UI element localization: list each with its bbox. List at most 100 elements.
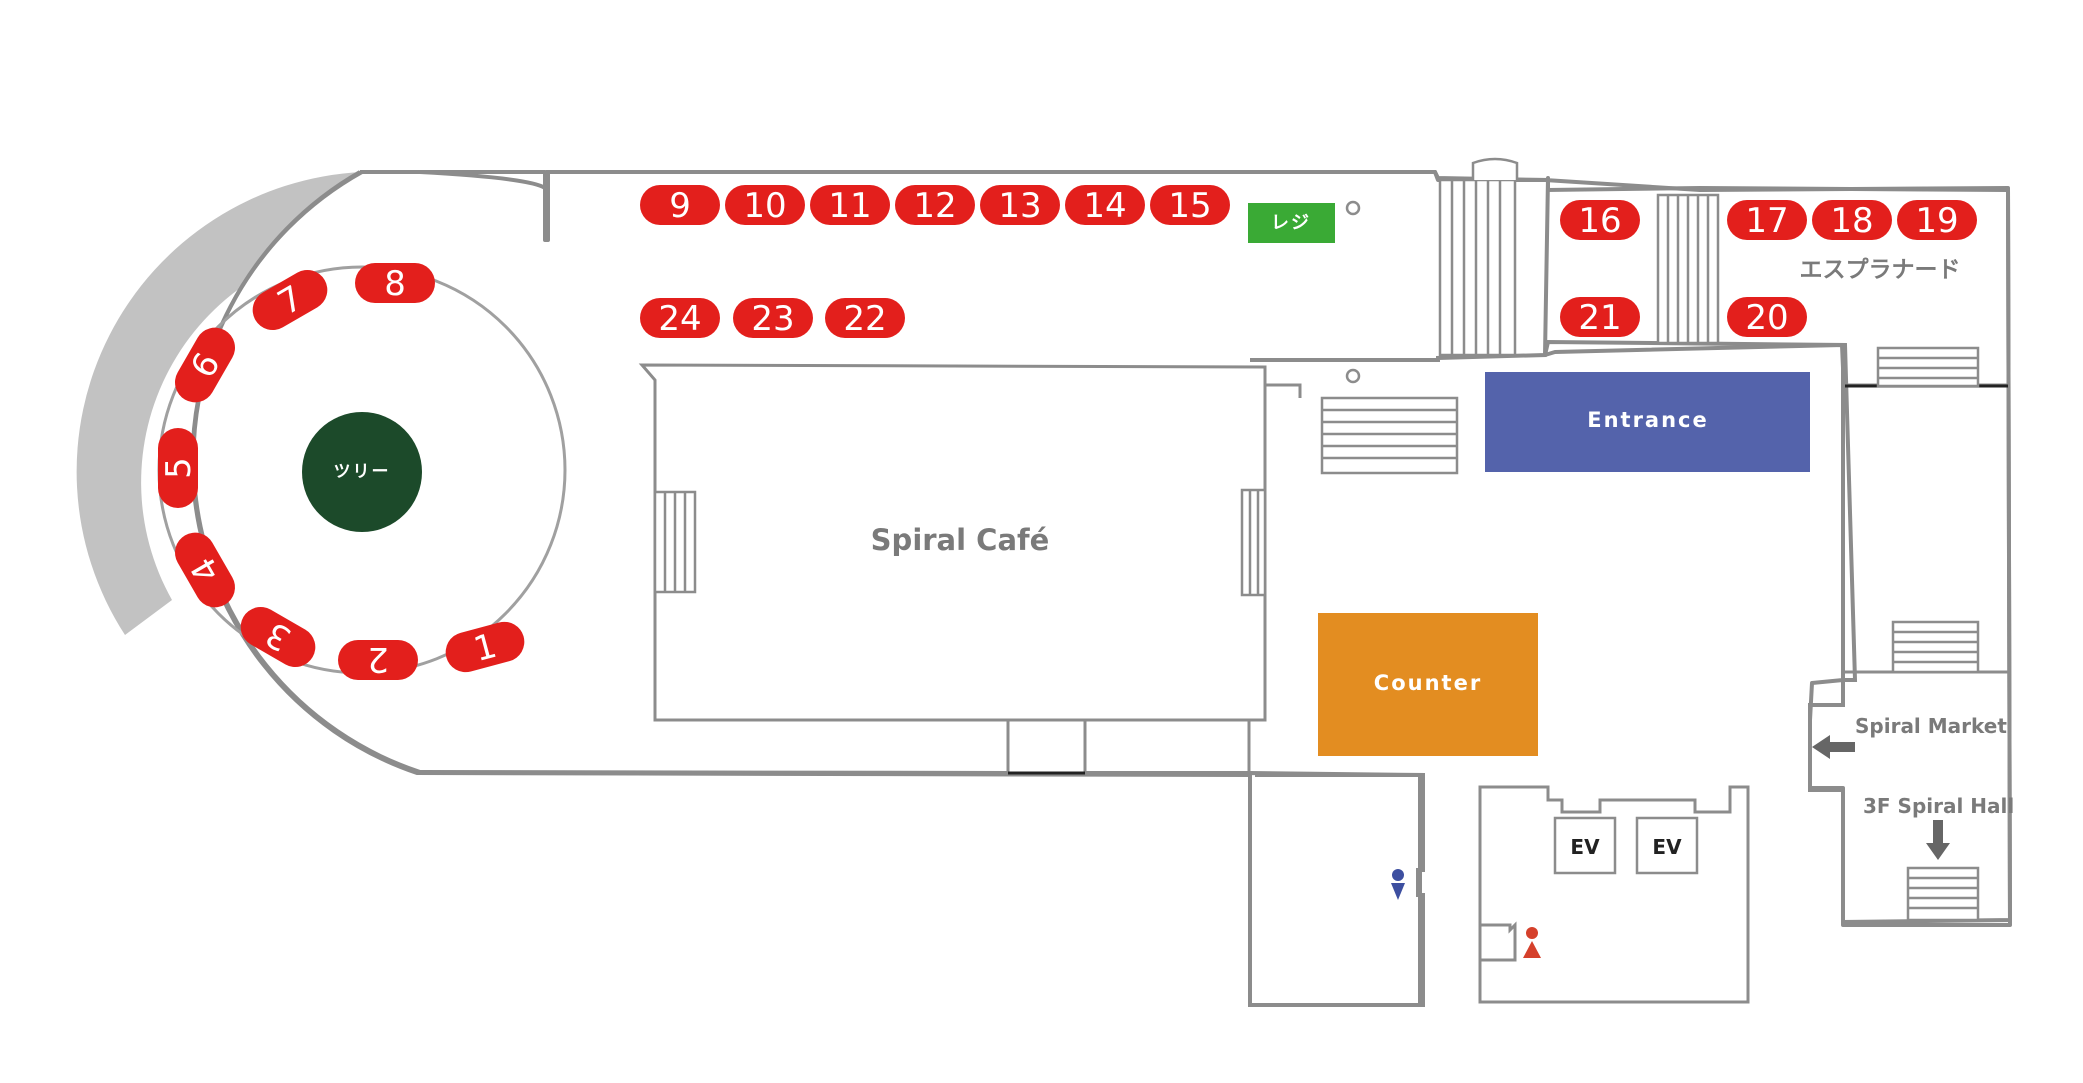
booth-shape[interactable] — [1812, 200, 1892, 240]
booth-number: 19 — [1915, 201, 1958, 241]
booth-5[interactable]: 5 — [158, 428, 199, 508]
booth-shape[interactable] — [895, 185, 975, 225]
booth-6[interactable]: 6 — [168, 320, 244, 410]
booth-1[interactable]: 1 — [441, 617, 529, 677]
booth-number: 10 — [743, 186, 786, 226]
entrance-label: Entrance — [1587, 408, 1709, 432]
top-wall — [360, 170, 2013, 925]
register-label: レジ — [1271, 213, 1311, 234]
booth-shape[interactable] — [725, 185, 805, 225]
booth-shape[interactable] — [1727, 200, 1807, 240]
booth-21[interactable]: 21 — [1560, 297, 1640, 338]
mens-restroom-icon — [1391, 869, 1405, 900]
booth-10[interactable]: 10 — [725, 185, 805, 226]
booth-shape[interactable] — [640, 298, 720, 338]
tree-circle — [302, 412, 422, 532]
booth-24[interactable]: 24 — [640, 298, 720, 339]
booth-shape[interactable] — [233, 600, 322, 675]
stair-east-top — [1876, 346, 1980, 388]
booth-shape[interactable] — [1560, 200, 1640, 240]
tree-label: ツリー — [334, 462, 391, 482]
elevator-1-label: EV — [1570, 835, 1600, 859]
booth-11[interactable]: 11 — [810, 185, 890, 226]
booth-8[interactable]: 8 — [355, 263, 435, 304]
booth-number: 18 — [1830, 201, 1873, 241]
booth-number: 13 — [998, 186, 1041, 226]
booth-number: 12 — [913, 186, 956, 226]
cafe-room — [638, 363, 1267, 722]
womens-restroom-icon — [1523, 927, 1541, 958]
booth-17[interactable]: 17 — [1727, 200, 1807, 241]
spiral-market-label: Spiral Market — [1855, 714, 2007, 738]
booth-shape[interactable] — [1065, 185, 1145, 225]
booth-13[interactable]: 13 — [980, 185, 1060, 226]
booth-15[interactable]: 15 — [1150, 185, 1230, 226]
booth-3[interactable]: 3 — [233, 599, 323, 675]
pillar — [1345, 368, 1361, 384]
booth-shape[interactable] — [1560, 297, 1640, 337]
stair-between-16-17 — [1656, 193, 1720, 345]
booth-shape[interactable] — [158, 428, 198, 508]
booth-number: 22 — [843, 299, 886, 339]
booth-shape[interactable] — [168, 525, 243, 614]
register-area[interactable] — [1248, 203, 1335, 243]
booth-19[interactable]: 19 — [1897, 200, 1977, 241]
booth-7[interactable]: 7 — [245, 263, 335, 339]
booth-shape[interactable] — [640, 185, 720, 225]
booth-number: 16 — [1578, 201, 1621, 241]
cafe-left-stair — [653, 490, 697, 594]
entrance-area[interactable] — [1485, 372, 1810, 472]
stair-east-bottom — [1906, 866, 1980, 922]
booth-14[interactable]: 14 — [1065, 185, 1145, 226]
booth-2[interactable]: 2 — [338, 639, 418, 680]
booth-22[interactable]: 22 — [825, 298, 905, 339]
booth-16[interactable]: 16 — [1560, 200, 1640, 241]
counter-label: Counter — [1374, 671, 1482, 695]
spiral-hall-label: 3F Spiral Hall — [1863, 794, 2014, 818]
booth-shape[interactable] — [441, 617, 529, 676]
counter-area[interactable] — [1318, 613, 1538, 756]
booth-shape[interactable] — [338, 640, 418, 680]
booth-18[interactable]: 18 — [1812, 200, 1892, 241]
esplanade-label: エスプラナード — [1800, 257, 1961, 283]
down-arrow-icon — [1926, 820, 1950, 860]
stair-near-entrance — [1320, 396, 1459, 475]
booth-shape[interactable] — [355, 263, 435, 303]
elevator-1 — [1553, 816, 1617, 875]
cafe-annex — [1006, 718, 1087, 775]
booth-shape[interactable] — [825, 298, 905, 338]
booth-shape[interactable] — [980, 185, 1060, 225]
booth-12[interactable]: 12 — [895, 185, 975, 226]
booth-number: 11 — [828, 186, 871, 226]
central-stair-top — [1438, 157, 1519, 357]
booth-shape[interactable] — [1897, 200, 1977, 240]
booth-20[interactable]: 20 — [1727, 297, 1807, 338]
booth-number: 14 — [1083, 186, 1126, 226]
booth-number: 17 — [1745, 201, 1788, 241]
left-arrow-icon — [1812, 735, 1855, 759]
curved-walkway — [76, 172, 362, 635]
booth-shape[interactable] — [1727, 297, 1807, 337]
cafe-right-stair — [1240, 488, 1267, 597]
booth-shape[interactable] — [1150, 185, 1230, 225]
booth-number: 9 — [669, 186, 691, 226]
booth-number: 2 — [367, 639, 389, 679]
elevator-2 — [1635, 816, 1699, 875]
booth-4[interactable]: 4 — [168, 525, 244, 615]
booth-shape[interactable] — [168, 320, 243, 409]
booth-number: 8 — [384, 264, 406, 304]
booth-23[interactable]: 23 — [733, 298, 813, 339]
cafe-label: Spiral Café — [871, 523, 1050, 557]
booth-number: 15 — [1168, 186, 1211, 226]
bottom-wall — [419, 770, 1425, 1007]
booth-number: 23 — [751, 299, 794, 339]
pillar — [1345, 200, 1361, 216]
booth-shape[interactable] — [810, 185, 890, 225]
stair-east-middle — [1891, 620, 1980, 674]
elevator-2-label: EV — [1652, 835, 1682, 859]
booth-shape[interactable] — [245, 263, 334, 338]
booth-number: 21 — [1578, 298, 1621, 338]
booth-9[interactable]: 9 — [640, 185, 720, 226]
booth-shape[interactable] — [733, 298, 813, 338]
